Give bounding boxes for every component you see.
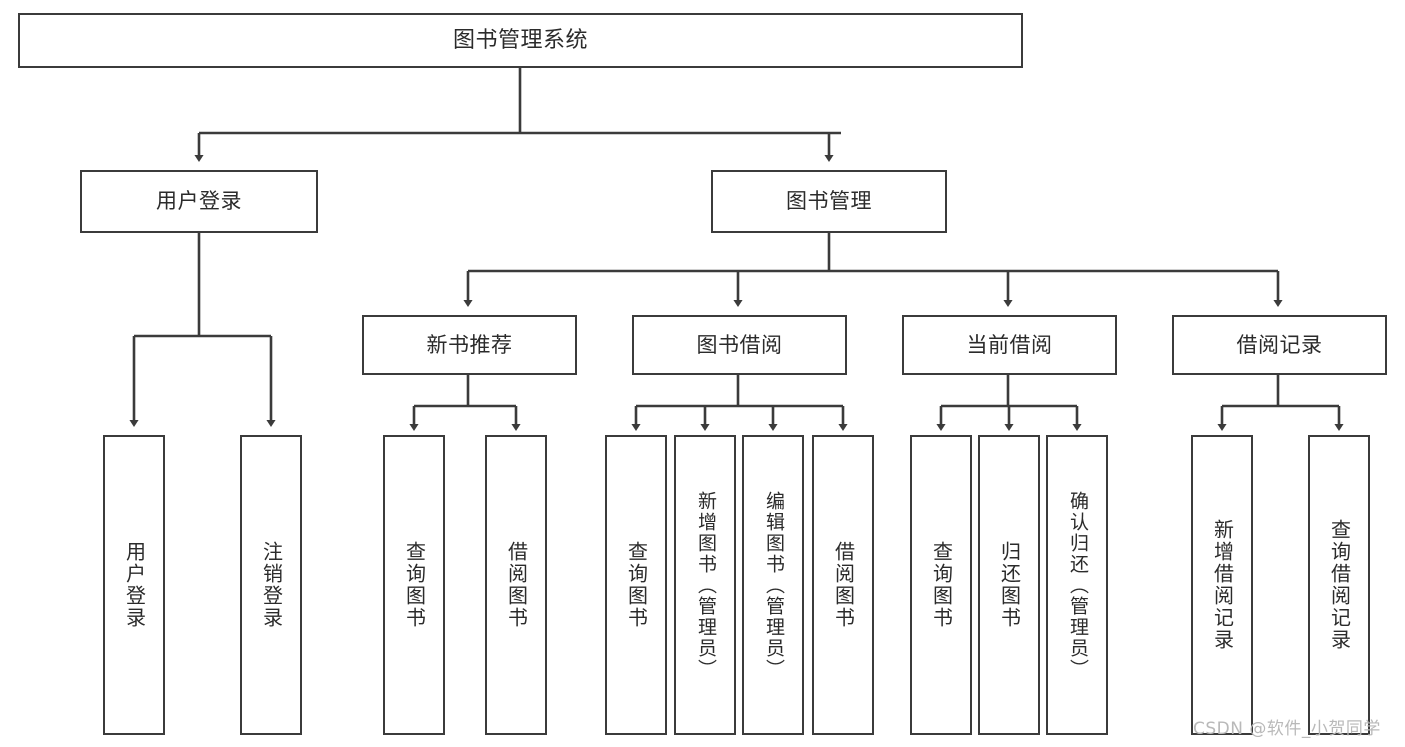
node-label: 查询图书 [624,541,649,629]
node-label: 用户登录 [122,541,147,629]
leaf-return-book[interactable]: 归还图书 [978,435,1040,735]
node-label: 借阅图书 [504,541,529,629]
node-borrow-record[interactable]: 借阅记录 [1172,315,1387,375]
leaf-query-book-borrow[interactable]: 查询图书 [605,435,667,735]
node-book-management[interactable]: 图书管理 [711,170,947,233]
node-label: 图书借阅 [696,332,783,357]
node-current-borrow[interactable]: 当前借阅 [902,315,1117,375]
node-label: 借阅图书 [831,541,856,629]
leaf-add-borrow-record[interactable]: 新增借阅记录 [1191,435,1253,735]
leaf-confirm-return-admin[interactable]: 确认归还（管理员） [1046,435,1108,735]
node-book-borrow[interactable]: 图书借阅 [632,315,847,375]
leaf-query-book-current[interactable]: 查询图书 [910,435,972,735]
node-label: 图书管理系统 [452,27,588,53]
node-label: 新增图书（管理员） [694,490,717,680]
node-new-book-recommendation[interactable]: 新书推荐 [362,315,577,375]
node-label: 借阅记录 [1236,332,1323,357]
leaf-query-borrow-record[interactable]: 查询借阅记录 [1308,435,1370,735]
leaf-query-book-new-recommendation[interactable]: 查询图书 [383,435,445,735]
node-label: 查询借阅记录 [1327,519,1352,651]
node-label: 当前借阅 [966,332,1053,357]
node-user-login[interactable]: 用户登录 [80,170,318,233]
node-label: 归还图书 [997,541,1022,629]
node-label: 新增借阅记录 [1210,519,1235,651]
leaf-borrow-book[interactable]: 借阅图书 [812,435,874,735]
leaf-user-login[interactable]: 用户登录 [103,435,165,735]
node-label: 注销登录 [259,541,284,629]
node-label: 确认归还（管理员） [1066,490,1089,680]
node-root-book-management-system[interactable]: 图书管理系统 [18,13,1023,68]
node-label: 查询图书 [402,541,427,629]
node-label: 新书推荐 [426,332,513,357]
leaf-edit-book-admin[interactable]: 编辑图书（管理员） [742,435,804,735]
node-label: 图书管理 [786,189,872,214]
leaf-user-logout[interactable]: 注销登录 [240,435,302,735]
leaf-borrow-book-new-recommendation[interactable]: 借阅图书 [485,435,547,735]
node-label: 用户登录 [156,189,242,214]
node-label: 查询图书 [929,541,954,629]
node-label: 编辑图书（管理员） [762,490,785,680]
leaf-add-book-admin[interactable]: 新增图书（管理员） [674,435,736,735]
